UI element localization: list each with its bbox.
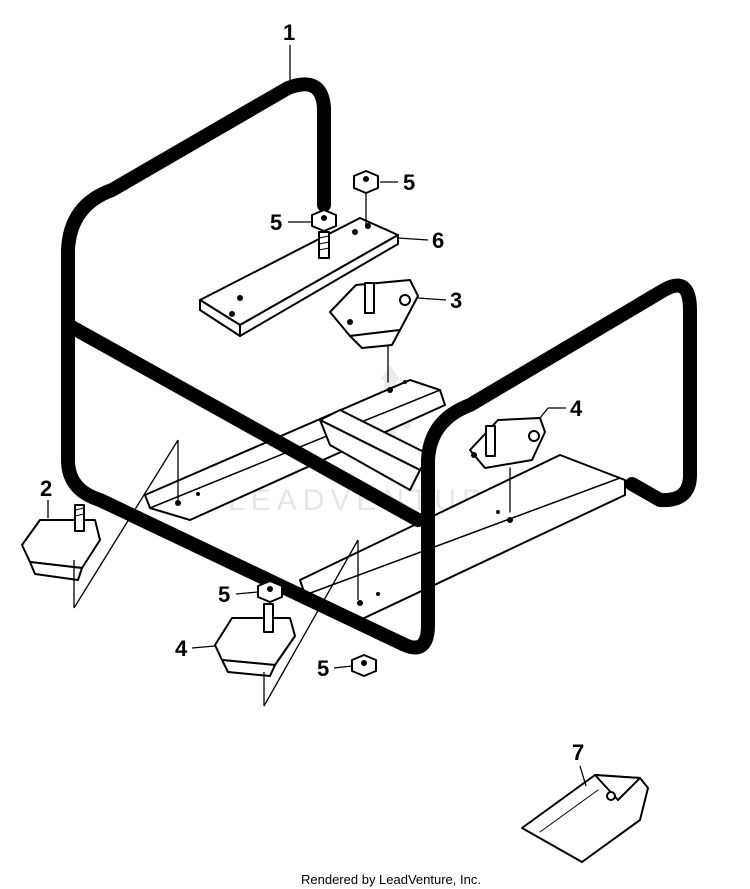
callout-5-lower-left: 5 [218,582,230,607]
rubber-mount-left [21,504,101,581]
callout-leaders [47,45,587,787]
callout-5-lower-right: 5 [317,656,329,681]
callout-4-right: 4 [570,396,583,421]
pointer-lines [73,439,359,707]
accessory-pouch [521,774,649,863]
rubber-mount-front [214,603,296,677]
callout-5-top: 5 [403,170,415,195]
rubber-mount-upper [329,279,419,383]
callout-2: 2 [40,476,52,501]
nut-lower-right [351,654,377,677]
callout-6: 6 [432,228,444,253]
footer-credit: Rendered by LeadVenture, Inc. [301,872,481,887]
callout-4-front: 4 [175,636,188,661]
bracket-plate [199,217,399,337]
nut-left [311,209,337,232]
nut-lower-left [257,580,283,603]
tubular-frame [61,77,697,655]
callout-7: 7 [572,740,584,765]
nut-top [353,170,379,229]
callout-numbers: 1 5 5 6 3 4 2 5 4 5 7 [40,20,584,765]
callout-5-left: 5 [270,210,282,235]
stud-bolt [318,231,330,259]
rubber-mount-right [469,417,546,513]
callout-3: 3 [450,288,462,313]
callout-1: 1 [283,20,295,45]
